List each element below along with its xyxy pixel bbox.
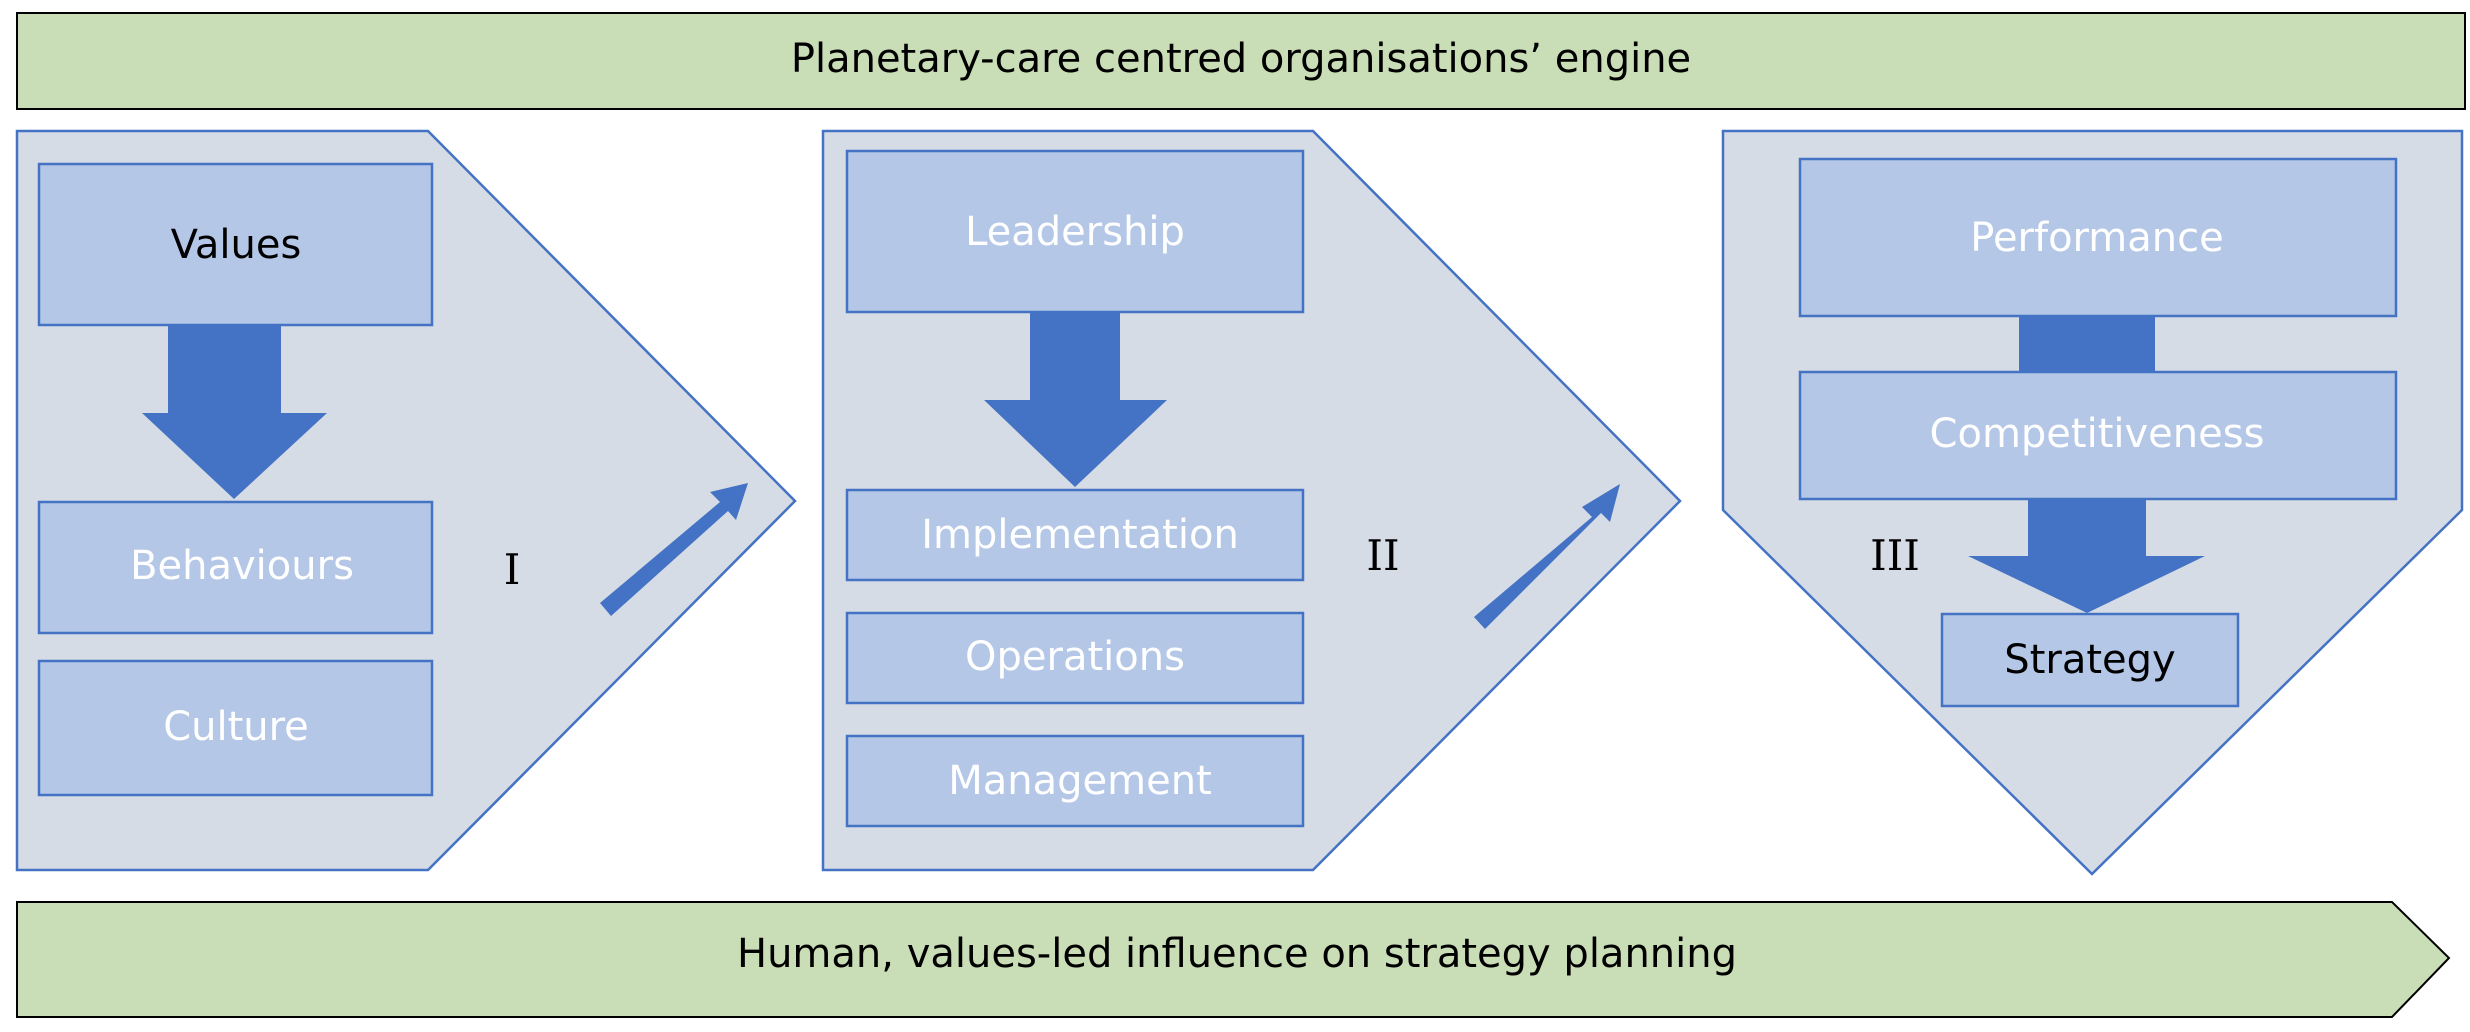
management-box: Management — [845, 734, 1305, 828]
management-label: Management — [948, 758, 1212, 804]
culture-box: Culture — [37, 659, 434, 797]
leadership-box: Leadership — [845, 149, 1305, 314]
strategy-label: Strategy — [2004, 637, 2175, 683]
stage-3-panel: Performance Competitiveness Strategy III — [1721, 129, 2464, 876]
implementation-box: Implementation — [845, 488, 1305, 582]
stage-2-numeral: II — [1366, 531, 1399, 580]
implementation-label: Implementation — [921, 512, 1239, 558]
connector-bar — [2019, 315, 2155, 372]
diagonal-arrow-icon — [1474, 484, 1620, 629]
competitiveness-box: Competitiveness — [1798, 370, 2398, 501]
performance-label: Performance — [1970, 215, 2223, 261]
operations-label: Operations — [965, 634, 1185, 680]
behaviours-label: Behaviours — [130, 543, 354, 589]
stage-1-numeral: I — [504, 545, 521, 594]
bottom-banner-arrow: Human, values-led influence on strategy … — [16, 901, 2451, 1018]
values-label: Values — [171, 222, 302, 268]
top-banner-title: Planetary-care centred organisations’ en… — [791, 36, 1691, 82]
bottom-banner-title: Human, values-led influence on strategy … — [737, 931, 1737, 977]
diagonal-arrow-icon — [600, 483, 748, 616]
top-banner: Planetary-care centred organisations’ en… — [16, 12, 2466, 110]
down-arrow-icon — [984, 312, 1167, 487]
stage-1-panel: Values Behaviours Culture I — [15, 129, 797, 872]
operations-box: Operations — [845, 611, 1305, 705]
down-arrow-icon — [142, 325, 327, 499]
competitiveness-label: Competitiveness — [1930, 411, 2265, 457]
leadership-label: Leadership — [965, 209, 1185, 255]
stage-3-numeral: III — [1870, 531, 1920, 580]
performance-box: Performance — [1798, 157, 2398, 318]
values-box: Values — [37, 162, 434, 327]
culture-label: Culture — [163, 704, 309, 750]
stage-2-panel: Leadership Implementation Operations Man… — [821, 129, 1682, 872]
down-arrow-icon — [1968, 499, 2205, 613]
behaviours-box: Behaviours — [37, 500, 434, 635]
strategy-box: Strategy — [1940, 612, 2240, 708]
